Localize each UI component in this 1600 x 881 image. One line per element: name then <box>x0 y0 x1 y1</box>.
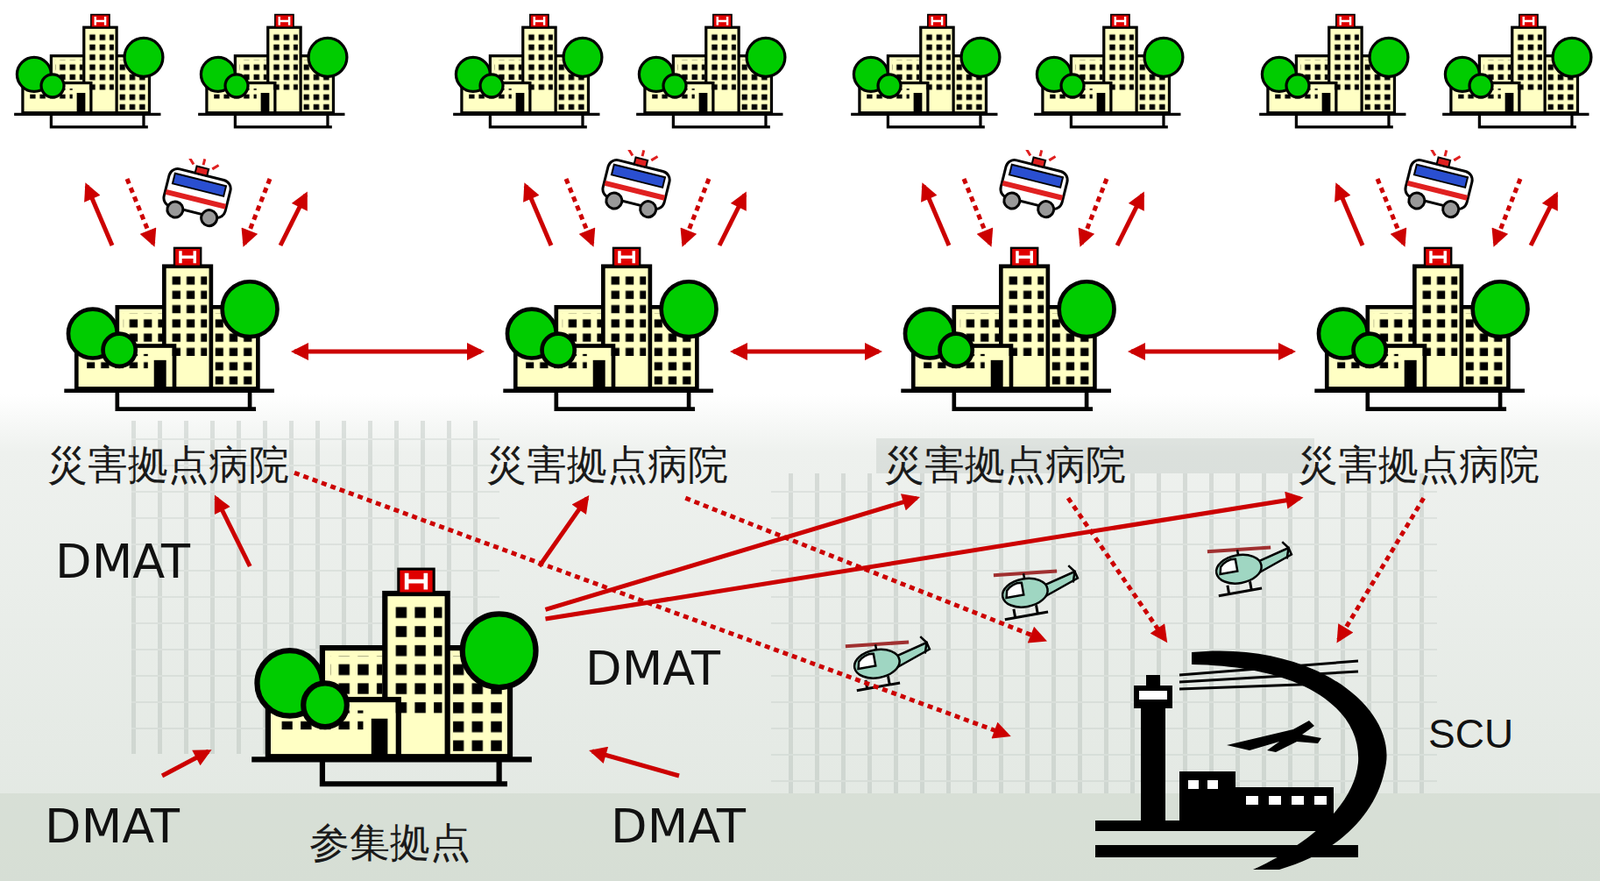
node-text-group: 災害拠点病院 <box>878 440 1132 489</box>
dispatch-arrow <box>1131 349 1293 354</box>
hospital-node: 災害拠点病院 <box>42 245 295 498</box>
team-label: DMAT <box>55 534 191 589</box>
hospital-icon <box>892 245 1118 415</box>
hospital-icon <box>1306 245 1531 415</box>
hospital-icon <box>56 245 281 415</box>
airport-icon <box>1095 639 1394 870</box>
patient-transfer-arrow <box>685 497 1044 640</box>
ambulances <box>159 142 1479 229</box>
patient-transfer-arrow <box>1338 497 1424 640</box>
hospital-label: 災害拠点病院 <box>1297 440 1540 489</box>
dispatch-arrow <box>733 349 879 354</box>
node-text-group: 災害拠点病院 <box>42 440 295 489</box>
dispatch-arrow <box>545 497 1301 619</box>
team-label: DMAT <box>610 799 746 854</box>
hospital-node: 災害拠点病院 <box>878 245 1132 498</box>
background-photo <box>0 394 1600 881</box>
team-label: DMAT <box>585 641 721 696</box>
hospital-label: 災害拠点病院 <box>47 440 290 489</box>
dispatch-arrow <box>294 349 482 354</box>
team-label: DMAT <box>44 799 180 854</box>
hospital-icon <box>495 245 720 415</box>
hospital-label: 災害拠点病院 <box>884 440 1126 489</box>
local-hospitals <box>14 14 1592 128</box>
hospital-node: 災害拠点病院 <box>1292 245 1545 498</box>
node-text-group: SCU <box>1428 709 1514 758</box>
airport-label: SCU <box>1428 709 1514 758</box>
node-text-group: 災害拠点病院 <box>481 440 734 489</box>
patient-transfer-arrow <box>1068 497 1166 640</box>
airport-node: SCU <box>1007 639 1525 872</box>
node-text-group: 災害拠点病院 <box>1292 440 1545 489</box>
dispatch-arrow <box>216 497 251 567</box>
dispatch-arrow <box>538 497 588 567</box>
hospital-node: 災害拠点病院 <box>481 245 734 498</box>
hospital-node: 参集拠点 <box>234 566 546 876</box>
hospital-label: 参集拠点 <box>309 818 471 867</box>
hospital-label: 災害拠点病院 <box>486 440 729 489</box>
hospital-icon <box>234 566 546 791</box>
node-text-group: 参集拠点 <box>234 818 546 867</box>
